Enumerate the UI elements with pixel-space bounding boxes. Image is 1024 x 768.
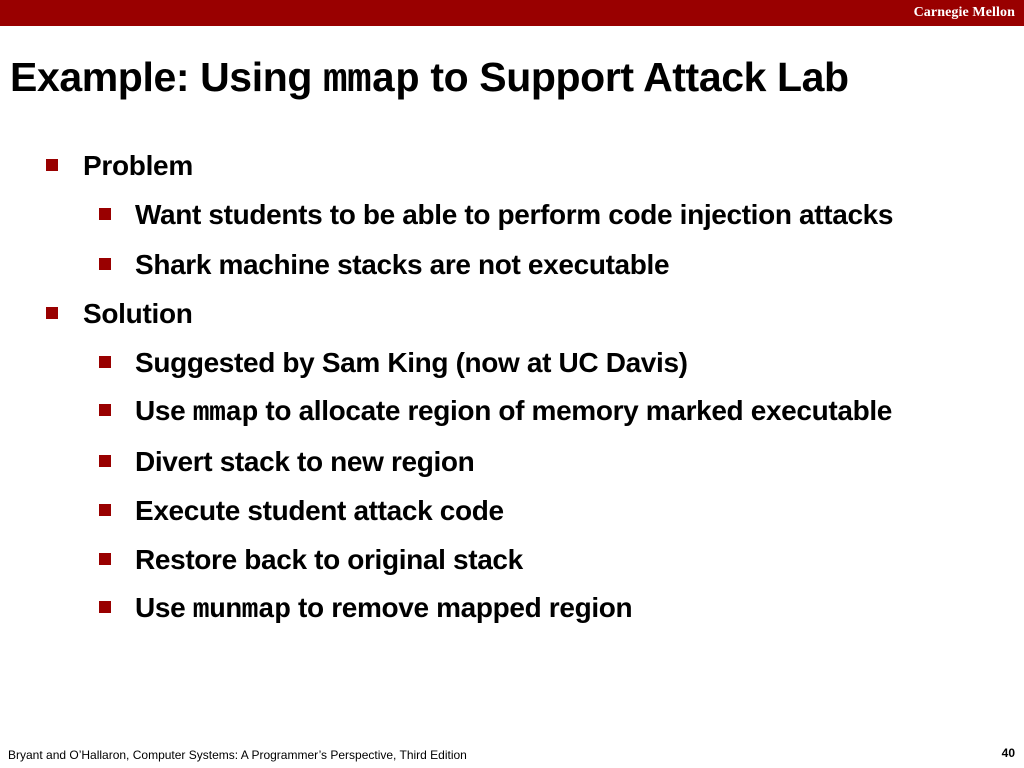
bullet-solution: Solution: [46, 298, 193, 330]
square-bullet-icon: [46, 306, 58, 319]
square-bullet-icon: [99, 600, 111, 613]
footer-citation: Bryant and O’Hallaron, Computer Systems:…: [8, 748, 467, 762]
sub-bullet-shark-stacks: Shark machine stacks are not executable: [99, 249, 670, 281]
sub-bullet-prefix: Use: [135, 592, 186, 623]
sub-bullet-suffix: to remove mapped region: [298, 592, 633, 623]
sub-bullet-suggested: Suggested by Sam King (now at UC Davis): [99, 347, 688, 379]
sub-bullet-use-munmap: Use munmap to remove mapped region: [99, 592, 633, 626]
page-number: 40: [1001, 746, 1015, 760]
sub-bullet-text: Divert stack to new region: [135, 446, 475, 477]
sub-bullet-use-mmap: Use mmap to allocate region of memory ma…: [99, 395, 892, 429]
sub-bullet-divert: Divert stack to new region: [99, 446, 475, 478]
header-bar: Carnegie Mellon: [0, 0, 1024, 26]
sub-bullet-prefix: Use: [135, 395, 186, 426]
square-bullet-icon: [99, 503, 111, 516]
bullet-solution-label: Solution: [83, 298, 193, 329]
sub-bullet-code: munmap: [192, 595, 291, 626]
sub-bullet-text: Restore back to original stack: [135, 544, 523, 575]
bullet-problem-label: Problem: [83, 150, 193, 181]
bullet-problem: Problem: [46, 150, 193, 182]
sub-bullet-suffix: to allocate region of memory marked exec…: [265, 395, 892, 426]
square-bullet-icon: [99, 552, 111, 565]
title-text-end: to Support Attack Lab: [430, 54, 849, 100]
sub-bullet-text: Execute student attack code: [135, 495, 504, 526]
sub-bullet-text: Suggested by Sam King (now at UC Davis): [135, 347, 688, 378]
square-bullet-icon: [99, 403, 111, 416]
sub-bullet-restore: Restore back to original stack: [99, 544, 523, 576]
slide-title: Example: Using mmap to Support Attack La…: [10, 54, 849, 104]
sub-bullet-text: Shark machine stacks are not executable: [135, 249, 670, 280]
sub-bullet-want-students: Want students to be able to perform code…: [99, 199, 893, 231]
sub-bullet-code: mmap: [192, 398, 259, 429]
square-bullet-icon: [99, 454, 111, 467]
title-text-start: Example: Using: [10, 54, 312, 100]
square-bullet-icon: [99, 355, 111, 368]
title-code: mmap: [322, 58, 420, 104]
square-bullet-icon: [99, 257, 111, 270]
sub-bullet-text: Want students to be able to perform code…: [135, 199, 894, 230]
brand-label: Carnegie Mellon: [913, 5, 1015, 20]
square-bullet-icon: [46, 158, 58, 171]
square-bullet-icon: [99, 207, 111, 220]
sub-bullet-execute: Execute student attack code: [99, 495, 504, 527]
